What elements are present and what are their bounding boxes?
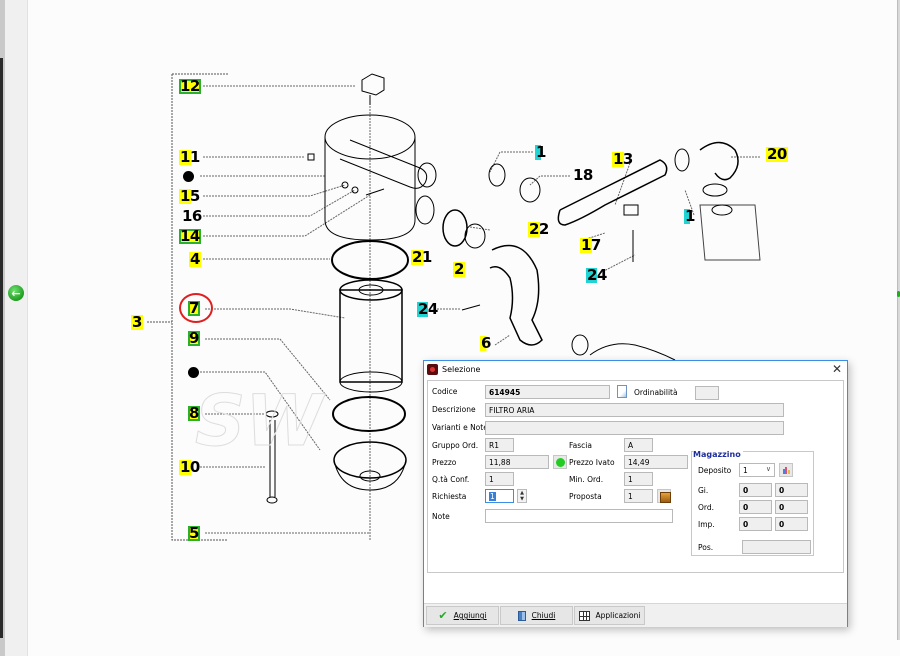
ordinabilita-label: Ordinabilità xyxy=(634,388,678,397)
varianti-field[interactable] xyxy=(485,421,784,435)
callout-13[interactable]: 13 xyxy=(612,150,634,168)
close-icon[interactable]: ✕ xyxy=(831,362,842,376)
callout-6[interactable]: 6 xyxy=(480,334,492,352)
svg-text:SW: SW xyxy=(195,380,326,462)
magazzino-group: Magazzino Deposito 1 ∨ Gi. 0 0 Ord. 0 0 … xyxy=(691,450,814,556)
qta-conf-field[interactable]: 1 xyxy=(485,472,514,486)
deposito-select[interactable]: 1 ∨ xyxy=(739,463,775,477)
bullet-marker xyxy=(183,171,194,182)
proposta-label: Proposta xyxy=(569,492,602,501)
package-icon[interactable] xyxy=(657,489,671,503)
callout-22[interactable]: 22 xyxy=(528,220,550,238)
callout-24[interactable]: 24 xyxy=(586,266,608,284)
chart-icon[interactable] xyxy=(779,463,793,477)
right-indicator xyxy=(897,291,900,297)
callout-15[interactable]: 15 xyxy=(179,187,201,205)
richiesta-input[interactable]: 1 xyxy=(485,489,514,503)
richiesta-label: Richiesta xyxy=(432,492,467,501)
callout-8[interactable]: 8 xyxy=(188,404,200,422)
callout-21[interactable]: 21 xyxy=(411,248,433,266)
callout-20[interactable]: 20 xyxy=(766,145,788,163)
prezzo-ivato-label: Prezzo Ivato xyxy=(569,458,615,467)
varianti-label: Varianti e Note xyxy=(432,423,488,432)
proposta-field[interactable]: 1 xyxy=(624,489,653,503)
chevron-down-icon: ∨ xyxy=(765,465,771,473)
left-border xyxy=(0,58,3,638)
callout-12[interactable]: 12 xyxy=(179,77,201,95)
document-icon[interactable] xyxy=(617,385,627,398)
pos-field[interactable] xyxy=(742,540,811,554)
ord-label: Ord. xyxy=(698,503,714,512)
magazzino-title: Magazzino xyxy=(693,450,743,459)
fascia-label: Fascia xyxy=(569,441,592,450)
callout-11[interactable]: 11 xyxy=(179,148,201,166)
checkmark-icon: ✔ xyxy=(438,609,448,622)
callout-4[interactable]: 4 xyxy=(189,250,201,268)
callout-9[interactable]: 9 xyxy=(188,329,200,347)
ord-value-a[interactable]: 0 xyxy=(739,500,772,514)
min-ord-field[interactable]: 1 xyxy=(624,472,653,486)
dialog-titlebar[interactable]: Selezione ✕ xyxy=(424,361,847,378)
deposito-label: Deposito xyxy=(698,466,732,475)
callout-10[interactable]: 10 xyxy=(179,458,201,476)
gi-value-b[interactable]: 0 xyxy=(775,483,808,497)
door-exit-icon xyxy=(517,610,526,621)
callout-3[interactable]: 3 xyxy=(131,313,143,331)
deposito-value: 1 xyxy=(743,466,748,475)
prezzo-field[interactable]: 11,88 xyxy=(485,455,549,469)
callout-16[interactable]: 16 xyxy=(182,207,202,225)
callout-18[interactable]: 18 xyxy=(573,166,593,184)
ordinabilita-field[interactable] xyxy=(695,386,719,400)
imp-label: Imp. xyxy=(698,520,715,529)
dialog-button-bar: ✔ Aggiungi Chiudi Applicazioni xyxy=(424,603,847,627)
aggiungi-label: Aggiungi xyxy=(453,611,487,620)
callout-1[interactable]: 1 xyxy=(684,207,696,225)
right-scrollbar[interactable] xyxy=(897,0,900,640)
prezzo-ivato-field[interactable]: 14,49 xyxy=(624,455,688,469)
ord-value-b[interactable]: 0 xyxy=(775,500,808,514)
callout-1[interactable]: 1 xyxy=(535,143,547,161)
grid-icon xyxy=(578,610,590,621)
bullet-marker xyxy=(188,367,199,378)
aggiungi-button[interactable]: ✔ Aggiungi xyxy=(426,606,499,625)
gi-value-a[interactable]: 0 xyxy=(739,483,772,497)
min-ord-label: Min. Ord. xyxy=(569,475,604,484)
gi-label: Gi. xyxy=(698,486,709,495)
pos-label: Pos. xyxy=(698,543,714,552)
chiudi-label: Chiudi xyxy=(531,611,556,620)
dialog-title: Selezione xyxy=(442,365,481,374)
descrizione-label: Descrizione xyxy=(432,405,476,414)
callout-17[interactable]: 17 xyxy=(580,236,602,254)
descrizione-field[interactable]: FILTRO ARIA xyxy=(485,403,784,417)
callout-5[interactable]: 5 xyxy=(188,524,200,542)
imp-value-a[interactable]: 0 xyxy=(739,517,772,531)
codice-label: Codice xyxy=(432,387,458,396)
status-green-icon[interactable] xyxy=(553,455,567,469)
app-icon xyxy=(427,364,438,375)
gruppo-label: Gruppo Ord. xyxy=(432,441,479,450)
callout-2[interactable]: 2 xyxy=(453,260,465,278)
applicazioni-label: Applicazioni xyxy=(595,611,641,620)
imp-value-b[interactable]: 0 xyxy=(775,517,808,531)
applicazioni-button[interactable]: Applicazioni xyxy=(574,606,645,625)
callout-24[interactable]: 24 xyxy=(417,300,439,318)
callout-7[interactable]: 7 xyxy=(188,299,200,317)
richiesta-value: 1 xyxy=(489,492,496,501)
prezzo-label: Prezzo xyxy=(432,458,457,467)
note-label: Note xyxy=(432,512,450,521)
back-arrow-icon[interactable]: ← xyxy=(8,285,24,301)
selezione-dialog: Selezione ✕ Codice 614945 Ordinabilità D… xyxy=(423,360,848,627)
gruppo-field[interactable]: R1 xyxy=(485,438,514,452)
dialog-form: Codice 614945 Ordinabilità Descrizione F… xyxy=(427,380,844,573)
quantity-stepper[interactable]: ▲▼ xyxy=(517,489,527,503)
note-input[interactable] xyxy=(485,509,673,523)
chiudi-button[interactable]: Chiudi xyxy=(500,606,573,625)
fascia-field[interactable]: A xyxy=(624,438,653,452)
selected-indicator xyxy=(179,293,213,323)
codice-field[interactable]: 614945 xyxy=(485,385,610,399)
qta-conf-label: Q.tà Conf. xyxy=(432,475,470,484)
callout-14[interactable]: 14 xyxy=(179,227,201,245)
